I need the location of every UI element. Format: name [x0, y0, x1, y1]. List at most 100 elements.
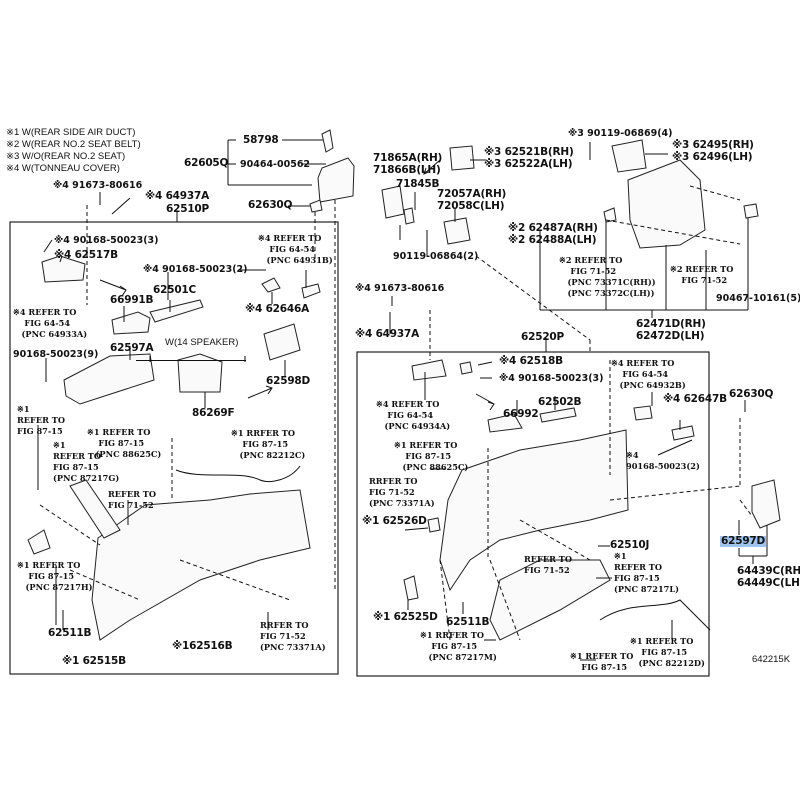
- garnish-62502b-shape: [539, 407, 577, 423]
- part-label-62646A[interactable]: ※4 62646A: [245, 303, 310, 315]
- reference-fig-71-52-right[interactable]: REFER TO FIG 71-52: [524, 554, 572, 575]
- reference-fig-71-52-pnc-73371A-right[interactable]: RRFER TO FIG 71-52 (PNC 73371A): [369, 476, 435, 508]
- part-label-62487A[interactable]: ※2 62487A(RH): [508, 222, 598, 234]
- bracket-72057a-shape: [443, 217, 471, 245]
- part-label-62518B[interactable]: ※4 62518B: [499, 355, 563, 367]
- part-label-62597A[interactable]: 62597A: [110, 342, 154, 354]
- part-label-90467-10161-5[interactable]: 90467-10161(5): [716, 293, 800, 304]
- part-label-62502B[interactable]: 62502B: [538, 396, 582, 408]
- part-label-62495[interactable]: ※3 62495(RH): [672, 139, 754, 151]
- duct-62597a-shape: [63, 353, 155, 405]
- reference-fig-87-15-pnc-87217H[interactable]: ※1 REFER TO FIG 87-15 (PNC 87217H): [17, 560, 93, 592]
- part-label-64937A-right[interactable]: ※4 64937A: [355, 328, 420, 340]
- reference-fig-71-52-left[interactable]: REFER TO FIG 71-52: [108, 489, 156, 510]
- part-label-62521B[interactable]: ※3 62521B(RH): [484, 146, 574, 158]
- cover-66991b-shape: [111, 311, 151, 335]
- reference-fig-71-52-pnc-73371A-left[interactable]: RRFER TO FIG 71-52 (PNC 73371A): [260, 620, 326, 652]
- left-group-box: [9, 221, 339, 675]
- bracket-62517b-shape: [41, 255, 86, 283]
- part-label-71866B[interactable]: 71866B(LH): [373, 164, 441, 176]
- reference-fig-87-15-right[interactable]: ※1 REFER TO FIG 87-15: [570, 651, 634, 672]
- legend-note-3: ※3 W/O(REAR NO.2 SEAT): [6, 151, 126, 162]
- part-label-90168-50023-2-left[interactable]: ※4 90168-50023(2): [143, 264, 248, 275]
- reference-fig-87-15-pnc-87217L[interactable]: ※1 REFER TO FIG 87-15 (PNC 87217L): [614, 551, 679, 594]
- cover-62598d-shape: [263, 323, 301, 361]
- part-label-62525D[interactable]: ※1 62525D: [373, 611, 438, 623]
- part-label-62516B[interactable]: ※162516B: [172, 640, 233, 652]
- part-label-62522A[interactable]: ※3 62522A(LH): [484, 158, 573, 170]
- reference-fig-87-15-pnc-82212C[interactable]: ※1 RRFER TO FIG 87-15 (PNC 82212C): [231, 428, 306, 460]
- part-label-72057A[interactable]: 72057A(RH): [437, 188, 507, 200]
- part-label-62597D-highlighted[interactable]: 62597D: [720, 535, 767, 547]
- part-label-62510J[interactable]: 62510J: [610, 539, 650, 551]
- part-label-86269F[interactable]: 86269F: [192, 407, 235, 419]
- part-label-62511B-right[interactable]: 62511B: [446, 616, 490, 628]
- part-label-62630Q-right[interactable]: 62630Q: [729, 388, 774, 400]
- figure-code: 642215K: [752, 654, 791, 665]
- bracket-right-shape: [411, 359, 447, 381]
- part-label-64937A[interactable]: ※4 64937A: [145, 190, 210, 202]
- right-group-box: [356, 351, 710, 677]
- part-label-62605Q[interactable]: 62605Q: [184, 157, 229, 169]
- quarter-trim-left-shape: [91, 489, 311, 641]
- part-label-62630Q-left[interactable]: 62630Q: [248, 199, 293, 211]
- reference-fig-87-15-a[interactable]: ※1 REFER TO FIG 87-15: [17, 404, 65, 436]
- part-label-64449C[interactable]: 64449C(LH): [737, 577, 800, 589]
- part-label-62501C[interactable]: 62501C: [153, 284, 197, 296]
- reference-fig-71-52-b[interactable]: ※2 REFER TO FIG 71-52: [670, 264, 734, 285]
- garnish-62501c-shape: [149, 299, 204, 323]
- part-label-90168-50023-9[interactable]: 90168-50023(9): [13, 349, 99, 360]
- part-label-58798[interactable]: 58798: [243, 134, 279, 146]
- part-label-71865A[interactable]: 71865A(RH): [373, 152, 443, 164]
- part-label-62520P[interactable]: 62520P: [521, 331, 565, 343]
- part-label-62510P[interactable]: 62510P: [166, 203, 210, 215]
- reference-fig-64-54-pnc-64934A[interactable]: ※4 REFER TO FIG 64-54 (PNC 64934A): [376, 399, 451, 431]
- trim-62471d-shape: [627, 159, 706, 249]
- part-label-91673-80616[interactable]: ※4 91673-80616: [53, 180, 143, 191]
- part-label-62515B[interactable]: ※1 62515B: [62, 655, 126, 667]
- legend-note-4: ※4 W(TONNEAU COVER): [6, 163, 120, 174]
- part-label-66992[interactable]: 66992: [503, 408, 539, 420]
- part-label-62526D[interactable]: ※1 62526D: [362, 515, 427, 527]
- reference-fig-87-15-pnc-88625C-right[interactable]: ※1 REFER TO FIG 87-15 (PNC 88625C): [394, 440, 469, 472]
- part-label-62471D[interactable]: 62471D(RH): [636, 318, 706, 330]
- panel-62605Q-shape: [317, 157, 355, 203]
- reference-fig-64-54-pnc-64932B[interactable]: ※4 REFER TO FIG 64-54 (PNC 64932B): [611, 358, 686, 390]
- part-label-90119-06869-4[interactable]: ※3 90119-06869(4): [568, 128, 673, 139]
- duct-62597d-shape: [751, 479, 781, 529]
- legend-note-2: ※2 W(REAR NO.2 SEAT BELT): [6, 139, 141, 150]
- group-label-14-speaker: W(14 SPEAKER): [165, 337, 239, 348]
- bracket-71865a-shape: [381, 185, 405, 219]
- part-label-62647B[interactable]: ※4 62647B: [663, 393, 727, 405]
- reference-fig-87-15-pnc-88625C-left[interactable]: ※1 REFER TO FIG 87-15 (PNC 88625C): [87, 427, 162, 459]
- reference-fig-71-52-pnc-73371C[interactable]: ※2 REFER TO FIG 71-52 (PNC 73371C(RH)) (…: [559, 255, 656, 298]
- reference-fig-64-54-pnc-64933A[interactable]: ※4 REFER TO FIG 64-54 (PNC 64933A): [13, 307, 88, 339]
- part-label-62472D[interactable]: 62472D(LH): [636, 330, 705, 342]
- part-label-91673-80616-right[interactable]: ※4 91673-80616: [355, 283, 445, 294]
- part-label-90464-00562[interactable]: 90464-00562: [240, 159, 311, 170]
- bracket-62495-shape: [611, 139, 647, 173]
- part-label-71845B[interactable]: 71845B: [396, 178, 440, 190]
- reference-fig-87-15-pnc-87217G[interactable]: ※1 REFER TO FIG 87-15 (PNC 87217G): [53, 440, 120, 483]
- part-label-64439C[interactable]: 64439C(RH): [737, 565, 800, 577]
- part-label-62511B-left[interactable]: 62511B: [48, 627, 92, 639]
- part-label-90168-50023-3-left[interactable]: ※4 90168-50023(3): [54, 235, 159, 246]
- part-label-90168-50023-3-right[interactable]: ※4 90168-50023(3): [499, 373, 604, 384]
- part-label-72058C[interactable]: 72058C(LH): [437, 200, 505, 212]
- part-label-62598D[interactable]: 62598D: [266, 375, 311, 387]
- reference-fig-87-15-pnc-82212D[interactable]: ※1 REFER TO FIG 87-15 (PNC 82212D): [630, 636, 705, 668]
- cover-66992-shape: [487, 413, 523, 433]
- duct-87217l-shape: [489, 559, 611, 641]
- part-label-90119-06864-2[interactable]: 90119-06864(2): [393, 251, 479, 262]
- part-label-66991B[interactable]: 66991B: [110, 294, 154, 306]
- bracket-62521b-shape: [449, 145, 475, 171]
- legend-note-1: ※1 W(REAR SIDE AIR DUCT): [6, 127, 136, 138]
- part-label-90168-50023-2-right[interactable]: ※4 90168-50023(2): [626, 450, 700, 471]
- part-label-62488A[interactable]: ※2 62488A(LH): [508, 234, 597, 246]
- reference-fig-87-15-pnc-87217M[interactable]: ※1 RRFER TO FIG 87-15 (PNC 87217M): [420, 630, 497, 662]
- part-label-62517B[interactable]: ※4 62517B: [54, 249, 118, 261]
- duct-87217g-shape: [69, 479, 121, 539]
- part-label-62496[interactable]: ※3 62496(LH): [672, 151, 753, 163]
- reference-fig-64-54-pnc-64931B[interactable]: ※4 REFER TO FIG 64-54 (PNC 64931B): [258, 233, 333, 265]
